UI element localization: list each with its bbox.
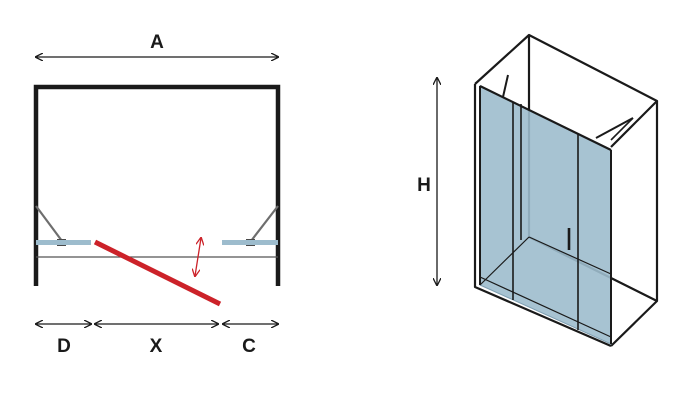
left-ceiling-bracket: [502, 74, 509, 98]
perspective-view: H: [417, 33, 659, 348]
right-ceiling-bracket-arm: [610, 117, 634, 141]
glass-panel-divisions: [512, 102, 579, 330]
enclosure-walls: [33, 84, 281, 286]
swing-direction-arrow: [195, 238, 201, 276]
left-fixed-glass-panel: [36, 240, 91, 245]
swing-door: [93, 239, 222, 307]
dimension-a-label: A: [150, 32, 164, 53]
front-glass-panel: [479, 85, 612, 345]
plan-view: A D X C: [33, 32, 281, 357]
dimension-x-label: X: [150, 336, 163, 357]
right-ceiling-bracket: [595, 117, 634, 139]
floor-lines: [479, 236, 612, 338]
left-wall-bracket: [35, 205, 63, 242]
dimension-c-label: C: [242, 336, 256, 357]
right-wall-bracket: [250, 205, 279, 242]
top-rail: [479, 85, 612, 151]
dimension-d-label: D: [57, 336, 71, 357]
dimension-h-label: H: [417, 175, 431, 196]
right-fixed-glass-panel: [222, 240, 278, 245]
